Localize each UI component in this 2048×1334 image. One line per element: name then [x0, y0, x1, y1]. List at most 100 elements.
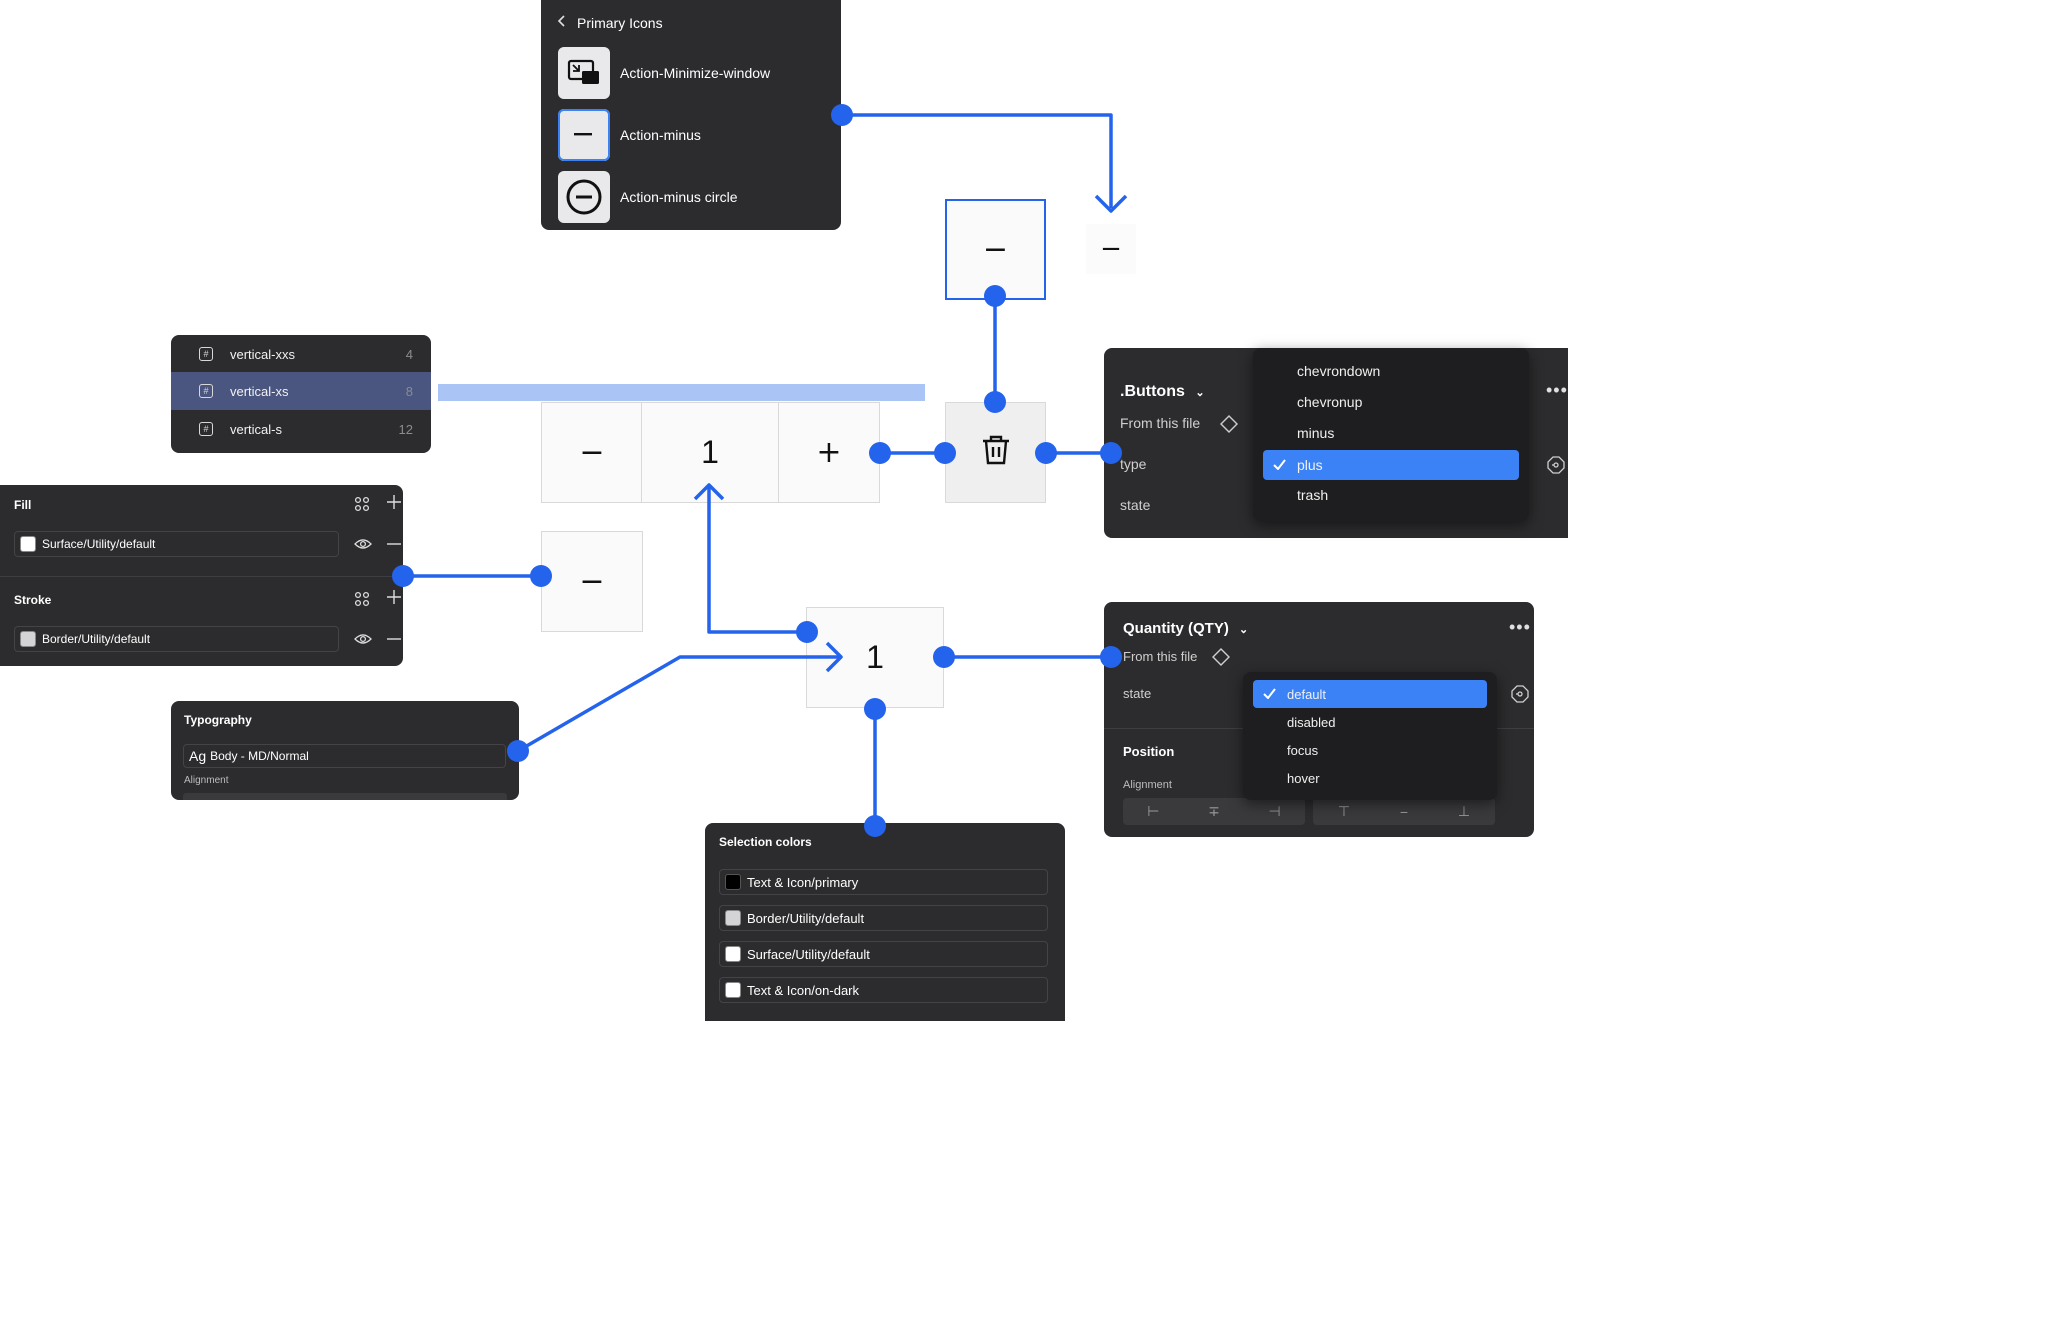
- spacing-value: 4: [405, 346, 413, 362]
- minus-glyph: −: [982, 232, 1009, 267]
- typography-panel: Typography Ag Body - MD/Normal Alignment: [171, 701, 519, 800]
- vertical-align-group[interactable]: ⊤ − ⊥: [1313, 798, 1495, 825]
- source-label: From this file: [1120, 415, 1201, 431]
- primary-icons-panel: Primary Icons Action-Minimize-window Act…: [541, 0, 841, 230]
- spacing-item[interactable]: # vertical-s 12: [171, 410, 431, 448]
- trash-icon: [981, 434, 1011, 471]
- option-label: hover: [1287, 770, 1320, 786]
- fill-stroke-panel: Fill Surface/Utility/default Stroke Bord…: [0, 485, 403, 666]
- spacing-name: vertical-s: [230, 421, 283, 437]
- minus-icon-instance[interactable]: −: [1086, 224, 1136, 274]
- selection-colors-panel: Selection colors Text & Icon/primary Bor…: [705, 823, 1065, 1021]
- quantity-number: 1: [866, 639, 884, 675]
- icon-item-label: Action-minus: [620, 127, 701, 143]
- component-title[interactable]: Quantity (QTY) ⌄: [1123, 620, 1248, 637]
- stroke-style-name: Border/Utility/default: [42, 632, 151, 646]
- align-bottom-icon[interactable]: ⊥: [1457, 803, 1471, 819]
- alignment-controls[interactable]: [183, 793, 507, 800]
- state-label: state: [1123, 686, 1152, 701]
- spacing-item[interactable]: # vertical-xxs 4: [171, 335, 431, 373]
- align-center-h-icon[interactable]: ∓: [1208, 803, 1220, 819]
- color-style-field[interactable]: Surface/Utility/default: [719, 941, 1048, 967]
- hash-icon: #: [199, 422, 213, 436]
- component-title[interactable]: .Buttons ⌄: [1120, 383, 1205, 401]
- dropdown-option-selected[interactable]: default: [1253, 680, 1487, 708]
- stepper-value[interactable]: 1: [641, 402, 779, 503]
- dropdown-option[interactable]: chevrondown: [1263, 357, 1519, 385]
- dropdown-option-selected[interactable]: plus: [1263, 450, 1519, 480]
- fill-style-field[interactable]: Surface/Utility/default: [14, 531, 339, 557]
- component-diamond-icon[interactable]: [1212, 648, 1230, 671]
- color-style-name: Text & Icon/on-dark: [747, 982, 859, 998]
- remove-stroke-icon[interactable]: [386, 631, 402, 650]
- dropdown-option[interactable]: hover: [1253, 764, 1487, 792]
- color-swatch: [725, 874, 741, 890]
- align-center-v-icon[interactable]: −: [1399, 803, 1409, 820]
- fill-title: Fill: [14, 498, 32, 512]
- dropdown-option[interactable]: chevronup: [1263, 388, 1519, 416]
- spacing-value: 8: [405, 383, 413, 399]
- minus-icon-component[interactable]: −: [945, 199, 1046, 300]
- more-options-icon[interactable]: •••: [1546, 380, 1568, 400]
- option-label: chevrondown: [1297, 363, 1381, 379]
- minus-button[interactable]: −: [541, 531, 643, 632]
- option-label: minus: [1297, 425, 1335, 441]
- dropdown-option[interactable]: focus: [1253, 736, 1487, 764]
- add-fill-icon[interactable]: [386, 494, 402, 513]
- color-style-field[interactable]: Border/Utility/default: [719, 905, 1048, 931]
- icon-item-label: Action-minus circle: [620, 189, 738, 205]
- icon-item-minus[interactable]: Action-minus: [558, 109, 828, 161]
- dropdown-option[interactable]: disabled: [1253, 708, 1487, 736]
- spacing-name: vertical-xs: [230, 383, 289, 399]
- minus-circle-icon: [558, 171, 610, 223]
- option-label: default: [1287, 686, 1327, 702]
- dropdown-option[interactable]: trash: [1263, 481, 1519, 509]
- state-label: state: [1120, 497, 1151, 513]
- option-label: trash: [1297, 487, 1329, 503]
- spacing-name: vertical-xxs: [230, 346, 296, 362]
- alignment-label: Alignment: [1123, 779, 1172, 791]
- color-style-field[interactable]: Text & Icon/primary: [719, 869, 1048, 895]
- color-style-field[interactable]: Text & Icon/on-dark: [719, 977, 1048, 1003]
- check-icon: [1273, 458, 1286, 473]
- more-options-icon[interactable]: •••: [1509, 617, 1531, 637]
- type-dropdown: chevrondown chevronup minus plus trash: [1253, 348, 1529, 521]
- add-stroke-icon[interactable]: [386, 589, 402, 608]
- icon-item-minimize-window[interactable]: Action-Minimize-window: [558, 47, 828, 99]
- state-dropdown: default disabled focus hover: [1243, 672, 1497, 800]
- color-swatch: [725, 910, 741, 926]
- dropdown-option[interactable]: minus: [1263, 419, 1519, 447]
- stepper-plus-button[interactable]: +: [778, 402, 880, 503]
- detach-variable-icon[interactable]: [1511, 685, 1529, 708]
- trash-button[interactable]: [945, 402, 1046, 503]
- spacing-item[interactable]: # vertical-xs 8: [171, 372, 431, 410]
- component-name: .Buttons: [1120, 383, 1185, 400]
- align-top-icon[interactable]: ⊤: [1337, 803, 1351, 819]
- styles-grid-icon[interactable]: [354, 496, 370, 515]
- option-label: disabled: [1287, 714, 1336, 730]
- position-title: Position: [1123, 744, 1175, 759]
- eye-icon[interactable]: [354, 632, 372, 649]
- color-swatch: [725, 946, 741, 962]
- align-right-icon[interactable]: ⊣: [1268, 803, 1281, 819]
- stepper-minus-button[interactable]: −: [541, 402, 643, 503]
- stroke-style-field[interactable]: Border/Utility/default: [14, 626, 339, 652]
- horizontal-align-group[interactable]: ⊢ ∓ ⊣: [1123, 798, 1305, 825]
- icon-item-minus-circle[interactable]: Action-minus circle: [558, 171, 828, 223]
- connector-line: [842, 113, 1113, 208]
- icons-panel-header[interactable]: Primary Icons: [557, 14, 663, 31]
- eye-icon[interactable]: [354, 537, 372, 554]
- align-left-icon[interactable]: ⊢: [1147, 803, 1160, 819]
- chevron-left-icon[interactable]: [557, 14, 567, 31]
- text-style-field[interactable]: Ag Body - MD/Normal: [183, 744, 506, 768]
- quantity-field[interactable]: 1: [806, 607, 944, 708]
- styles-grid-icon[interactable]: [354, 591, 370, 610]
- type-label: type: [1120, 456, 1147, 472]
- detach-variable-icon[interactable]: [1547, 456, 1565, 479]
- connector-line: [707, 486, 807, 634]
- component-diamond-icon[interactable]: [1220, 415, 1238, 438]
- chevron-down-icon: ⌄: [1239, 624, 1249, 636]
- remove-fill-icon[interactable]: [386, 536, 402, 555]
- quantity-properties-panel: Quantity (QTY) ⌄ ••• From this file stat…: [1104, 602, 1534, 837]
- selection-colors-title: Selection colors: [719, 835, 812, 849]
